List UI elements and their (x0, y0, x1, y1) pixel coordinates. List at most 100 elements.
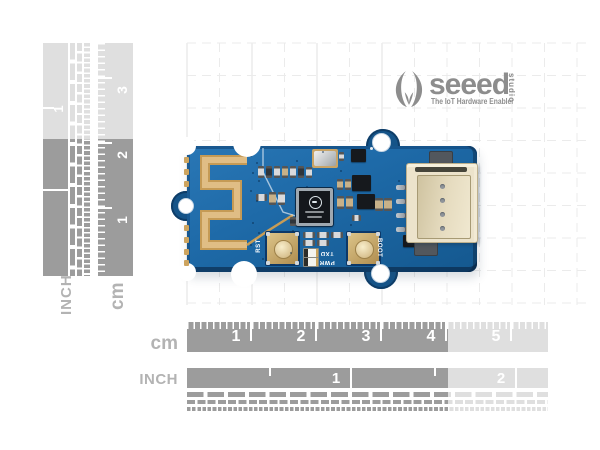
passive-component (282, 166, 288, 178)
via-dot (262, 258, 264, 260)
bottom-inch-half-tick (433, 368, 436, 376)
bottom-cm-number: 1 (231, 328, 241, 345)
via-dot (350, 224, 352, 226)
passive-component (337, 196, 344, 209)
bottom-cm-number: 4 (426, 328, 436, 345)
via-dot (398, 180, 400, 182)
castellation-pad (184, 260, 189, 266)
mounting-hole-left (178, 198, 194, 214)
corner-notch-top-left (178, 137, 196, 155)
boot-button-dome (355, 240, 374, 259)
pwr-led (303, 257, 319, 267)
bottom-cm-tick (250, 322, 252, 341)
crystal-oscillator (312, 149, 338, 168)
seeed-logo-wordmark: seeed (429, 68, 510, 101)
left-inch-one-tick (43, 107, 54, 109)
button-corner (347, 261, 351, 265)
via-dot (290, 252, 292, 254)
bottom-cm-tick (315, 322, 317, 341)
castellation-pad (184, 169, 189, 175)
left-cm-tick (98, 142, 112, 144)
button-corner (266, 232, 270, 236)
bottom-inch-tick (350, 368, 352, 388)
bottom-inch-half-tick (268, 368, 271, 376)
passive-component (274, 166, 280, 178)
via-dot (256, 162, 258, 164)
connector-pin (396, 213, 407, 218)
passive-component (331, 232, 343, 238)
sot23-transistor (351, 149, 366, 162)
bottom-cm-tick (380, 322, 382, 341)
left-inch-ruler-bar: 1 (43, 43, 70, 276)
bottom-inch-fraction-row-1 (187, 392, 548, 397)
left-inch-half-tick (43, 189, 70, 191)
passive-component (298, 166, 304, 178)
via-dot (252, 222, 254, 224)
castellation-pad (184, 249, 189, 255)
seeed-leaf-icon (395, 71, 423, 107)
passive-component (256, 194, 267, 201)
left-cm-number: 1 (114, 216, 130, 224)
flash-chip (352, 175, 371, 191)
support-ic (357, 194, 375, 209)
pwr-silkscreen-label: PWR (319, 259, 335, 265)
passive-component (317, 232, 329, 238)
connector-pin (396, 199, 407, 204)
boot-button (346, 231, 381, 266)
left-inch-fraction-col-2 (77, 43, 82, 276)
mounting-hole-top (372, 133, 391, 152)
passive-component (384, 198, 392, 211)
rst-button-dome (274, 240, 293, 259)
via-dot (292, 230, 294, 232)
seeed-logo (391, 69, 427, 112)
passive-component (306, 167, 312, 178)
button-corner (376, 232, 380, 236)
grove-pcb-module: RST BOOT TXD PWR (187, 146, 478, 272)
via-dot (296, 160, 298, 162)
left-inch-fraction-col-3 (84, 43, 90, 276)
connector-pin-contact (440, 212, 445, 217)
button-corner (347, 232, 351, 236)
button-corner (376, 261, 380, 265)
bottom-inch-number: 1 (331, 370, 341, 387)
connector-latch-slot (415, 167, 467, 172)
bottom-cm-number: 5 (491, 328, 501, 345)
bottom-inch-fraction-row-2 (187, 399, 548, 404)
via-dot (256, 200, 258, 202)
txd-silkscreen-label: TXD (320, 250, 334, 256)
connector-cavity (417, 175, 471, 239)
castellation-pad (184, 225, 189, 231)
espressif-logo (308, 196, 322, 209)
connector-pin-contact (440, 226, 445, 231)
bottom-cm-ruler-label: cm (150, 333, 178, 354)
left-cm-number: 2 (114, 151, 130, 159)
bottom-inch-tick (515, 368, 517, 388)
rst-button (265, 231, 300, 266)
edge-notch-bottom (231, 261, 257, 287)
left-cm-tick (98, 77, 112, 79)
via-dot (250, 190, 252, 192)
left-inch-number-1: 1 (51, 105, 66, 113)
left-cm-ruler-label: cm (107, 282, 128, 310)
silkscreen-dot (370, 147, 373, 150)
passive-component (352, 215, 361, 221)
via-dot (340, 170, 342, 172)
via-dot (322, 151, 324, 153)
seeed-logo-studio: studio (507, 73, 516, 103)
bottom-cm-number: 3 (361, 328, 371, 345)
connector-solder-tab-bottom (414, 241, 438, 256)
rst-silkscreen-label: RST (256, 239, 262, 253)
via-dot (252, 172, 254, 174)
seeed-logo-tagline: The IoT Hardware Enabler (431, 97, 514, 106)
via-dot (258, 232, 260, 234)
chip-marking-line (305, 211, 324, 213)
passive-component (269, 192, 276, 205)
castellation-pad (184, 157, 189, 163)
bottom-inch-number: 2 (496, 370, 506, 387)
passive-component (290, 166, 296, 178)
castellation-pad (184, 181, 189, 187)
